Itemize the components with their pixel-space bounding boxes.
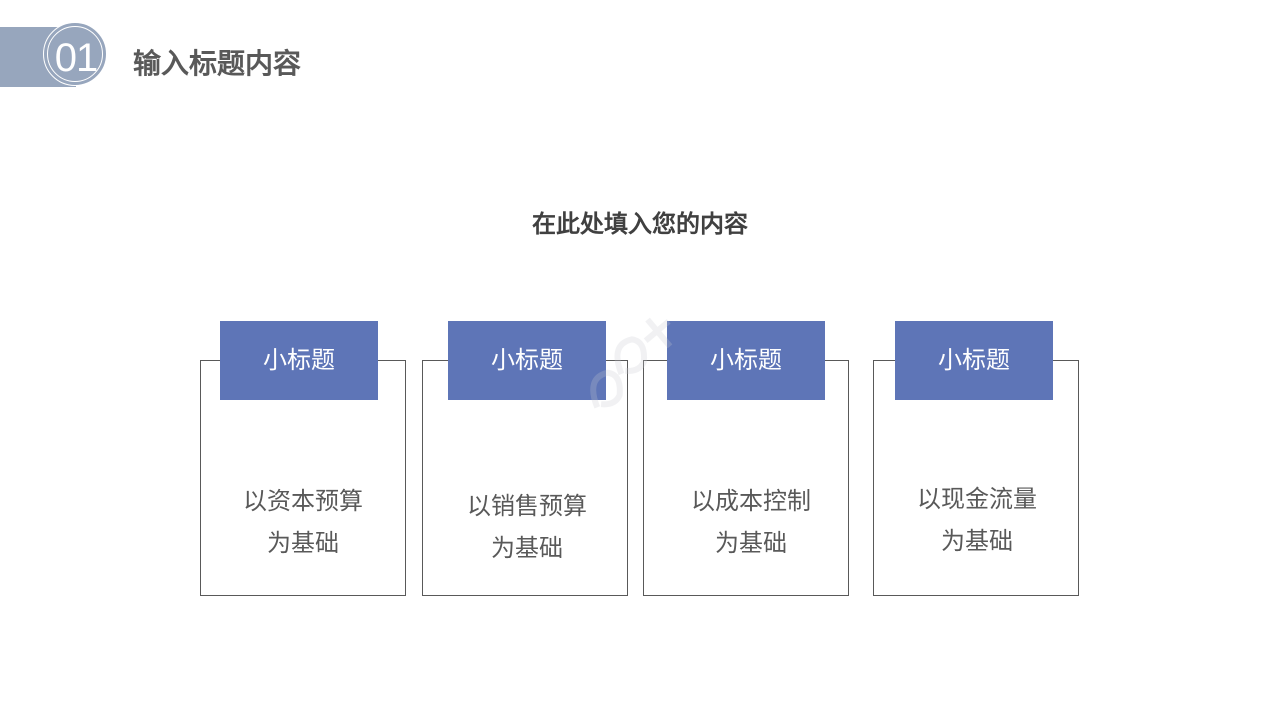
card-4-text: 以现金流量 为基础: [874, 478, 1080, 562]
card-1-text: 以资本预算 为基础: [200, 480, 406, 564]
card-3-line-2: 为基础: [715, 529, 787, 557]
card-2-line-1: 以销售预算: [467, 492, 587, 520]
page-title: 输入标题内容: [133, 47, 302, 80]
card-2-text: 以销售预算 为基础: [424, 485, 630, 569]
card-4-line-1: 以现金流量: [917, 485, 1037, 513]
header-number-ring: [47, 26, 103, 82]
subtitle: 在此处填入您的内容: [532, 210, 748, 238]
watermark-logo: [590, 317, 673, 409]
card-2-heading: 小标题: [448, 321, 606, 400]
card-2-line-2: 为基础: [491, 534, 563, 562]
card-4-heading: 小标题: [895, 321, 1053, 400]
card-1-heading: 小标题: [220, 321, 378, 400]
section-number: 01: [54, 36, 99, 80]
card-4-line-2: 为基础: [941, 527, 1013, 555]
card-3-heading: 小标题: [667, 321, 825, 400]
card-1-line-1: 以资本预算: [243, 487, 363, 515]
card-3-line-1: 以成本控制: [691, 487, 811, 515]
card-3-text: 以成本控制 为基础: [648, 480, 854, 564]
card-1-line-2: 为基础: [267, 529, 339, 557]
